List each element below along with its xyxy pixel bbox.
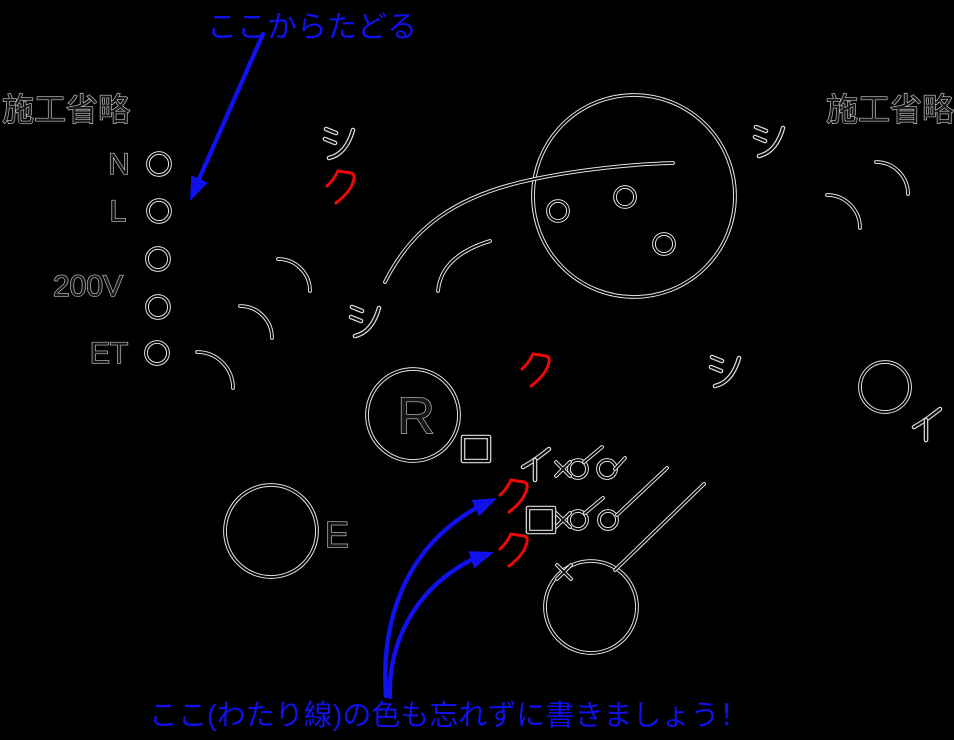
wire-stub-right-2-ink (826, 194, 861, 229)
earth-circle-ink (224, 484, 318, 578)
wire-diagonal-1-ink (616, 467, 668, 516)
wire-color-white-1 (322, 126, 356, 161)
cross-mark-bottom-ink (556, 564, 572, 580)
junction-dot-1-ink (547, 200, 569, 222)
wire-curve-main-ink (384, 162, 674, 283)
wire-color-black-2 (520, 352, 551, 388)
switch-ro-contact-1-ink (568, 510, 588, 530)
lamp-i-label (911, 406, 943, 443)
switch-ro-lever-ink (584, 497, 604, 514)
earth-e-letter: E (325, 514, 349, 555)
switch-ro-label (525, 505, 557, 535)
jumper-arrow-1-head (471, 498, 497, 517)
wire-color-white-2 (348, 304, 382, 339)
switch-i-wire-stub-ink (614, 457, 626, 470)
wire-color-black-4 (498, 532, 529, 568)
terminal-circle-200v-1-ink (146, 247, 170, 271)
wire-curve-short-ink (437, 240, 491, 292)
bottom-device-circle-ink (544, 560, 638, 654)
wire-stub-200v-1-ink (277, 258, 311, 292)
junction-dot-2-ink (614, 186, 636, 208)
outlet-ro-label (460, 434, 492, 464)
cross-mark-switch-ro-ink (555, 512, 571, 528)
wire-curve-short (436, 239, 492, 293)
jumper-arrow-2-head (468, 551, 494, 569)
terminal-circle-n-ink (147, 152, 171, 176)
terminal-l-label: L (110, 195, 127, 228)
terminal-200v-label: 200V (53, 270, 123, 303)
wire-stub-right-1-ink (875, 161, 909, 195)
trace-from-here-note: ここからたどる (207, 11, 417, 44)
receptacle-r-letter: R (397, 388, 435, 446)
jumper-arrow-1 (383, 503, 483, 699)
switch-ro-contact-2-ink (598, 510, 618, 530)
jumper-wire-color-note: ここ(わたり線)の色も忘れずに書きましょう！ (149, 700, 749, 732)
jumper-arrow-2 (387, 556, 476, 700)
trace-arrow-head (190, 175, 208, 201)
construction-omitted-right: 施工省略 (826, 92, 954, 128)
terminal-et-label: ET (90, 337, 128, 370)
terminal-circle-et-ink (145, 341, 169, 365)
switch-i-contact-1-ink (568, 459, 588, 479)
terminal-n-label: N (108, 148, 130, 181)
terminal-circle-l-ink (147, 199, 171, 223)
wire-stub-et-ink (196, 351, 234, 389)
wire-color-white-3 (752, 124, 786, 159)
junction-box-circle-ink (532, 94, 736, 298)
cross-mark-switch-i-ink (555, 461, 571, 477)
terminal-circle-200v-2-ink (146, 295, 170, 319)
wire-stub-200v-2-ink (239, 305, 273, 339)
receptacle-circle-ink (366, 368, 460, 462)
junction-dot-3-ink (653, 233, 675, 255)
trace-arrow (193, 31, 266, 189)
switch-i-lever-ink (583, 446, 603, 463)
wire-color-black-1 (325, 169, 356, 205)
wire-color-white-4 (708, 354, 742, 389)
construction-omitted-left: 施工省略 (2, 92, 130, 128)
lamp-circle-ink (859, 361, 911, 413)
wire-color-black-3 (498, 478, 529, 514)
switch-i-label (520, 446, 552, 483)
wire-diagonal-2-ink (614, 483, 705, 571)
